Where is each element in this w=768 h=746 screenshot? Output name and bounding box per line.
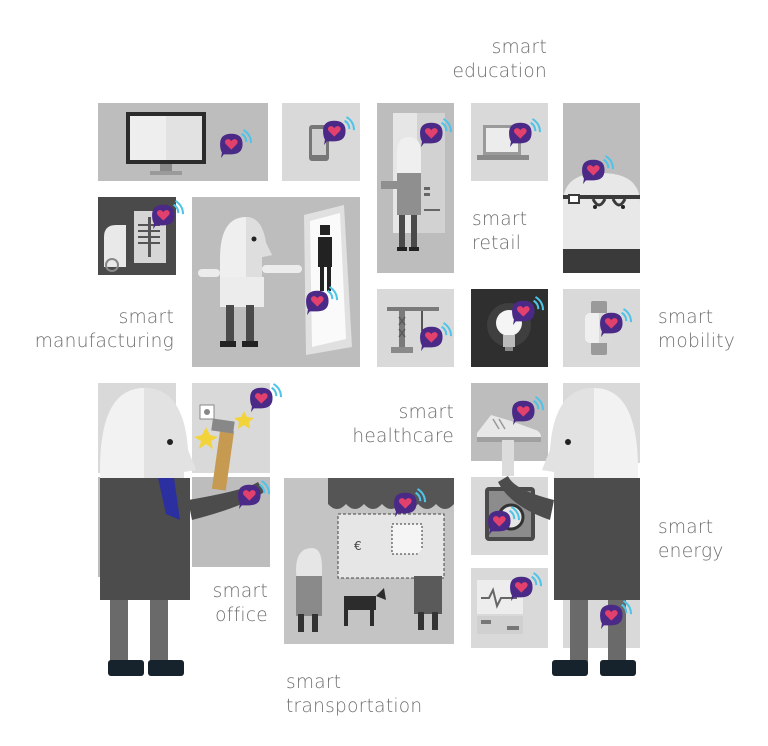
heart-chat-bubble-icon (487, 506, 521, 536)
heart-chat-bubble-icon (322, 116, 356, 146)
heart-chat-bubble-icon (305, 286, 339, 316)
heart-chat-bubble-icon (249, 383, 283, 413)
monitor-icon (126, 112, 206, 175)
sneaker-icon (477, 415, 541, 442)
vending-machine-tile (471, 568, 548, 648)
heart-chat-bubble-icon (419, 322, 453, 352)
shop-scene-illustration: € € (296, 478, 454, 632)
heart-chat-bubble-icon (237, 480, 271, 510)
crane-icon (387, 307, 439, 353)
smart-glasses-illustration (563, 173, 640, 273)
magic-wand-icon (194, 404, 254, 449)
businessman-robot-right (498, 388, 640, 676)
mirror-tile (192, 197, 360, 367)
xray-icon (98, 197, 176, 275)
shop-tile: € € (284, 478, 454, 644)
heart-chat-bubble-icon (219, 129, 253, 159)
robot-with-mirror-illustration (198, 205, 352, 355)
xray-tile (98, 197, 176, 275)
heart-chat-bubble-icon (511, 396, 545, 426)
heart-chat-bubble-icon (511, 296, 545, 326)
heart-chat-bubble-icon (599, 308, 633, 338)
heart-chat-bubble-icon (151, 200, 185, 230)
heart-chat-bubble-icon (581, 155, 615, 185)
smart-glasses-tile (563, 103, 640, 273)
crane-tile (377, 289, 454, 367)
heart-chat-bubble-icon (419, 118, 453, 148)
businessman-robot-left (100, 388, 264, 676)
svg-text:€: € (354, 539, 362, 553)
heart-chat-bubble-icon (509, 572, 543, 602)
heart-chat-bubble-icon (599, 600, 633, 630)
heart-chat-bubble-icon (508, 118, 542, 148)
heart-chat-bubble-icon (393, 488, 427, 518)
